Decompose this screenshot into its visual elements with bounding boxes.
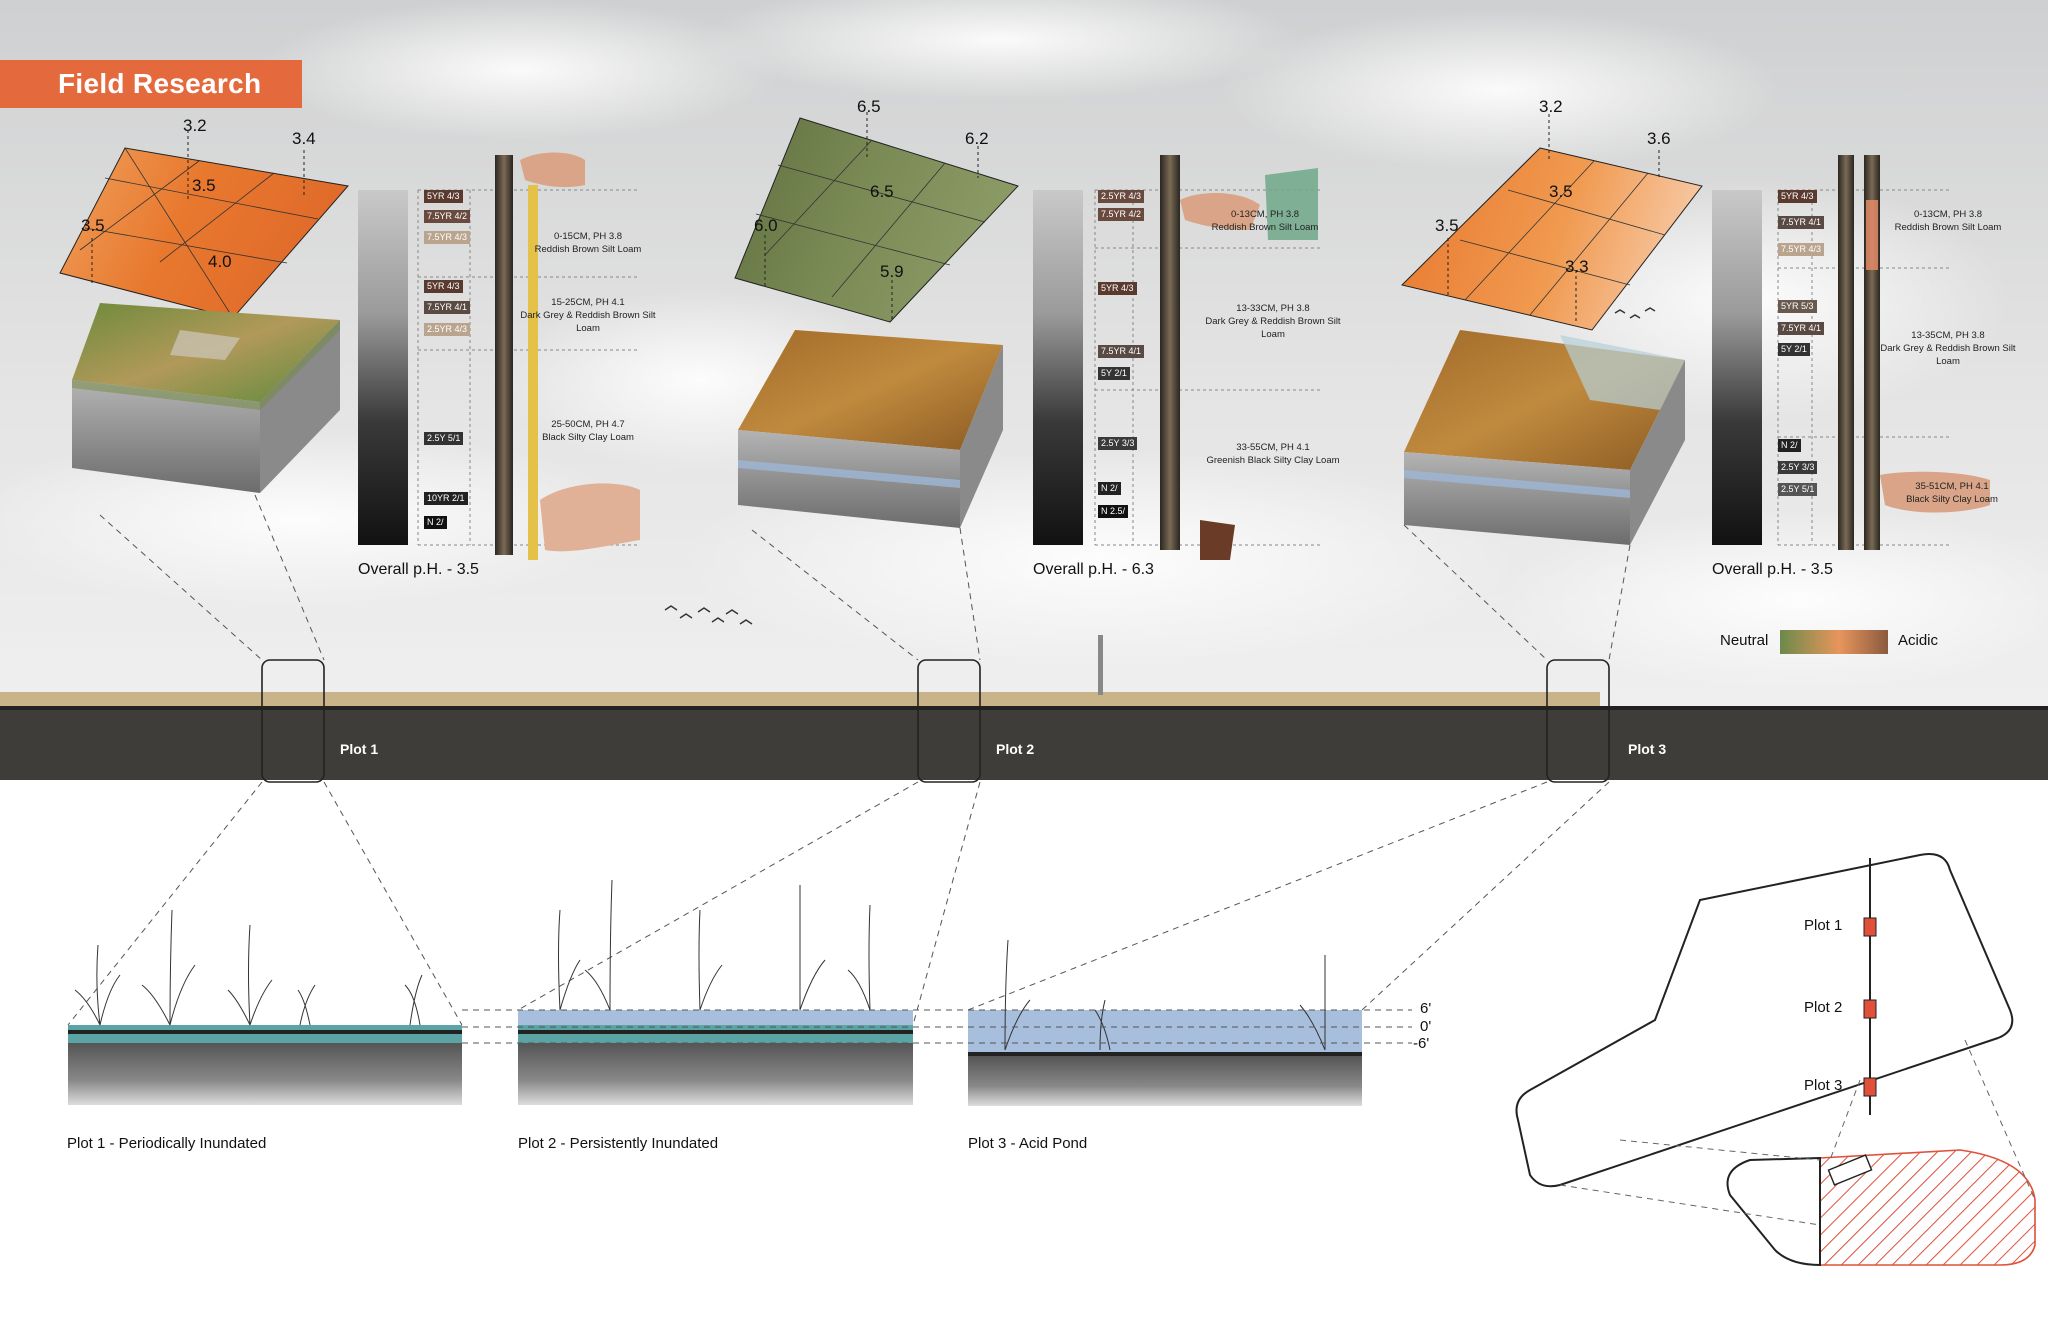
plot1-site-block	[72, 303, 340, 493]
munsell-chip: 7.5YR 4/3	[424, 231, 471, 244]
plot3-overall-ph: Overall p.H. - 3.5	[1712, 561, 1833, 578]
ph-legend-bar	[1780, 630, 1888, 654]
munsell-chip: N 2/	[424, 516, 447, 529]
plot1-overall-ph: Overall p.H. - 3.5	[358, 561, 479, 578]
munsell-chip: N 2/	[1098, 482, 1121, 495]
plot3-grid-value: 3.2	[1539, 97, 1563, 116]
plot2-site-block	[738, 330, 1003, 528]
munsell-chip: 7.5YR 4/2	[424, 210, 471, 223]
section-plot2-label: Plot 2	[996, 741, 1035, 757]
munsell-chip: 2.5Y 5/1	[1778, 483, 1818, 496]
section-plot3-label: Plot 3	[1628, 741, 1667, 757]
munsell-chip: 2.5Y 5/1	[424, 432, 464, 445]
section-plot1	[68, 1025, 462, 1105]
elevation-6ft: 6'	[1420, 1000, 1432, 1017]
plot2-grid-value: 6.2	[965, 129, 989, 148]
plot1-caption: Plot 1 - Periodically Inundated	[67, 1135, 267, 1152]
section-plot3	[968, 1010, 1362, 1106]
plot1-grid-value: 3.5	[192, 176, 216, 195]
marsh-grass-plants	[74, 879, 1326, 1051]
projection-lines-upper	[99, 494, 1631, 661]
plot3-grid-value: 3.5	[1435, 216, 1459, 235]
plot3-ph-grid	[1401, 114, 1703, 331]
munsell-chip: 7.5YR 4/1	[1778, 322, 1825, 335]
plot2-caption: Plot 2 - Persistently Inundated	[518, 1135, 719, 1152]
plot2-grid-value: 6.0	[754, 216, 778, 235]
munsell-chip: 2.5Y 3/3	[1778, 461, 1818, 474]
munsell-chip: 7.5YR 4/2	[1098, 208, 1145, 221]
munsell-chip: 7.5YR 4/1	[1098, 345, 1145, 358]
map-plot1-label: Plot 1	[1804, 917, 1843, 934]
munsell-chip: 5YR 5/3	[1778, 300, 1817, 313]
munsell-chip: N 2.5/	[1098, 505, 1129, 518]
munsell-chip: 2.5Y 3/3	[1098, 437, 1138, 450]
plot3-grid-value: 3.5	[1549, 182, 1573, 201]
map-plot2-label: Plot 2	[1804, 999, 1843, 1016]
map-plot3-label: Plot 3	[1804, 1077, 1843, 1094]
plot3-caption: Plot 3 - Acid Pond	[968, 1135, 1088, 1152]
munsell-chip: 2.5YR 4/3	[424, 323, 471, 336]
munsell-chip: 7.5YR 4/1	[1778, 216, 1825, 229]
munsell-chip: 5YR 4/3	[424, 280, 463, 293]
munsell-chip: 10YR 2/1	[424, 492, 468, 505]
legend-acidic-label: Acidic	[1898, 632, 1939, 649]
munsell-chip: 7.5YR 4/1	[424, 301, 471, 314]
plot2-grid-value: 5.9	[880, 262, 904, 281]
projection-lines-lower	[67, 781, 1610, 1026]
section-plot2	[518, 1010, 913, 1105]
marsh-section	[0, 635, 2048, 780]
section-plot1-label: Plot 1	[340, 741, 379, 757]
plot3-soil-core	[1712, 155, 1990, 550]
munsell-chip: 5Y 2/1	[1098, 367, 1130, 380]
munsell-chip: 5YR 4/3	[424, 190, 463, 203]
munsell-chip: 7.5YR 4/3	[1778, 243, 1825, 256]
plot-locator-boxes	[261, 659, 1610, 783]
elevation-0ft: 0'	[1420, 1018, 1432, 1035]
plot3-site-block	[1404, 330, 1685, 545]
page-title: Field Research	[0, 60, 302, 108]
plot2-grid-value: 6.5	[870, 182, 894, 201]
plot1-soil-core	[358, 152, 640, 560]
munsell-chip: 5YR 4/3	[1098, 282, 1137, 295]
munsell-chip: 5YR 4/3	[1778, 190, 1817, 203]
plot3-grid-value: 3.3	[1565, 257, 1589, 276]
plot1-grid-value: 3.4	[292, 129, 316, 148]
legend-neutral-label: Neutral	[1720, 632, 1769, 649]
plot1-grid-value: 4.0	[208, 252, 232, 271]
site-map	[1515, 853, 2036, 1267]
plot2-grid-value: 6.5	[857, 97, 881, 116]
plot2-ph-grid	[734, 112, 1019, 323]
plot3-grid-value: 3.6	[1647, 129, 1671, 148]
plot1-grid-value: 3.5	[81, 216, 105, 235]
plot2-soil-core	[1033, 155, 1320, 560]
munsell-chip: 5Y 2/1	[1778, 343, 1810, 356]
munsell-chip: 2.5YR 4/3	[1098, 190, 1145, 203]
plot1-grid-value: 3.2	[183, 116, 207, 135]
elevation-dashes	[462, 1009, 1412, 1044]
plot2-overall-ph: Overall p.H. - 6.3	[1033, 561, 1154, 578]
munsell-chip: N 2/	[1778, 439, 1801, 452]
elevation-minus6ft: -6'	[1413, 1035, 1430, 1052]
bird-flock	[664, 307, 1656, 625]
